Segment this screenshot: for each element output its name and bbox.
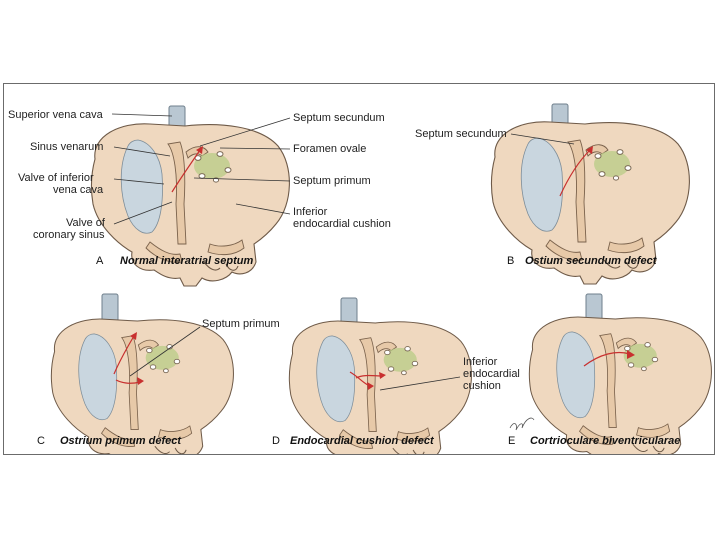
label-valve-ivc-line2: vena cava bbox=[53, 184, 104, 196]
caption-a-letter: A bbox=[96, 255, 104, 267]
label-inferior-ec-line2: endocardial cushion bbox=[293, 218, 391, 230]
label-inferior-ec-line1: Inferior bbox=[293, 206, 328, 218]
label-septum-secundum-a: Septum secundum bbox=[293, 112, 385, 124]
heart-septum-figure: Superior vena cava Sinus venarum Valve o… bbox=[3, 83, 715, 455]
label-foramen-ovale: Foramen ovale bbox=[293, 143, 366, 155]
caption-d-letter: D bbox=[272, 435, 280, 447]
label-septum-secundum-b: Septum secundum bbox=[415, 128, 507, 140]
label-sinus-venarum: Sinus venarum bbox=[30, 141, 103, 153]
panel-b: Septum secundum B Ostium secundum defect bbox=[415, 103, 690, 285]
label-septum-primum-a: Septum primum bbox=[293, 175, 371, 187]
diagram-canvas: Superior vena cava Sinus venarum Valve o… bbox=[8, 103, 712, 454]
caption-b-letter: B bbox=[507, 255, 514, 267]
label-valve-ivc-line1: Valve of inferior bbox=[18, 172, 94, 184]
label-valve-cs-line2: coronary sinus bbox=[33, 229, 105, 241]
panel-a: Superior vena cava Sinus venarum Valve o… bbox=[8, 105, 391, 287]
panel-c: Septum primum C Ostrium primum defect bbox=[37, 293, 280, 454]
label-superior-vena-cava: Superior vena cava bbox=[8, 109, 104, 121]
caption-c-text: Ostrium primum defect bbox=[60, 435, 182, 447]
caption-a-text: Normal interatrial septum bbox=[120, 255, 253, 267]
flow-arrow-c1 bbox=[113, 335, 135, 375]
label-valve-cs-line1: Valve of bbox=[66, 217, 106, 229]
label-inferior-d-line3: cushion bbox=[463, 380, 501, 392]
superior-vena-cava-vessel-c bbox=[101, 293, 119, 323]
caption-c-letter: C bbox=[37, 435, 45, 447]
caption-d-text: Endocardial cushion defect bbox=[290, 435, 435, 447]
caption-e-letter: E bbox=[508, 435, 515, 447]
flow-arrow-a bbox=[171, 149, 201, 193]
label-septum-primum-c: Septum primum bbox=[202, 318, 280, 330]
caption-e-text: Cortrioculare biventricularae bbox=[530, 435, 680, 447]
heart-c bbox=[50, 318, 234, 454]
label-inferior-d-line2: endocardial bbox=[463, 368, 520, 380]
panel-e: E Cortrioculare biventricularae bbox=[508, 293, 712, 454]
heart-e bbox=[528, 316, 712, 454]
panel-d: Inferior endocardial cushion D Endocardi… bbox=[272, 297, 520, 454]
label-inferior-d-line1: Inferior bbox=[463, 356, 498, 368]
caption-b-text: Ostium secundum defect bbox=[525, 255, 658, 267]
flow-arrow-e bbox=[583, 351, 631, 367]
flow-arrow-b bbox=[559, 149, 591, 197]
signature-mark bbox=[509, 417, 535, 431]
